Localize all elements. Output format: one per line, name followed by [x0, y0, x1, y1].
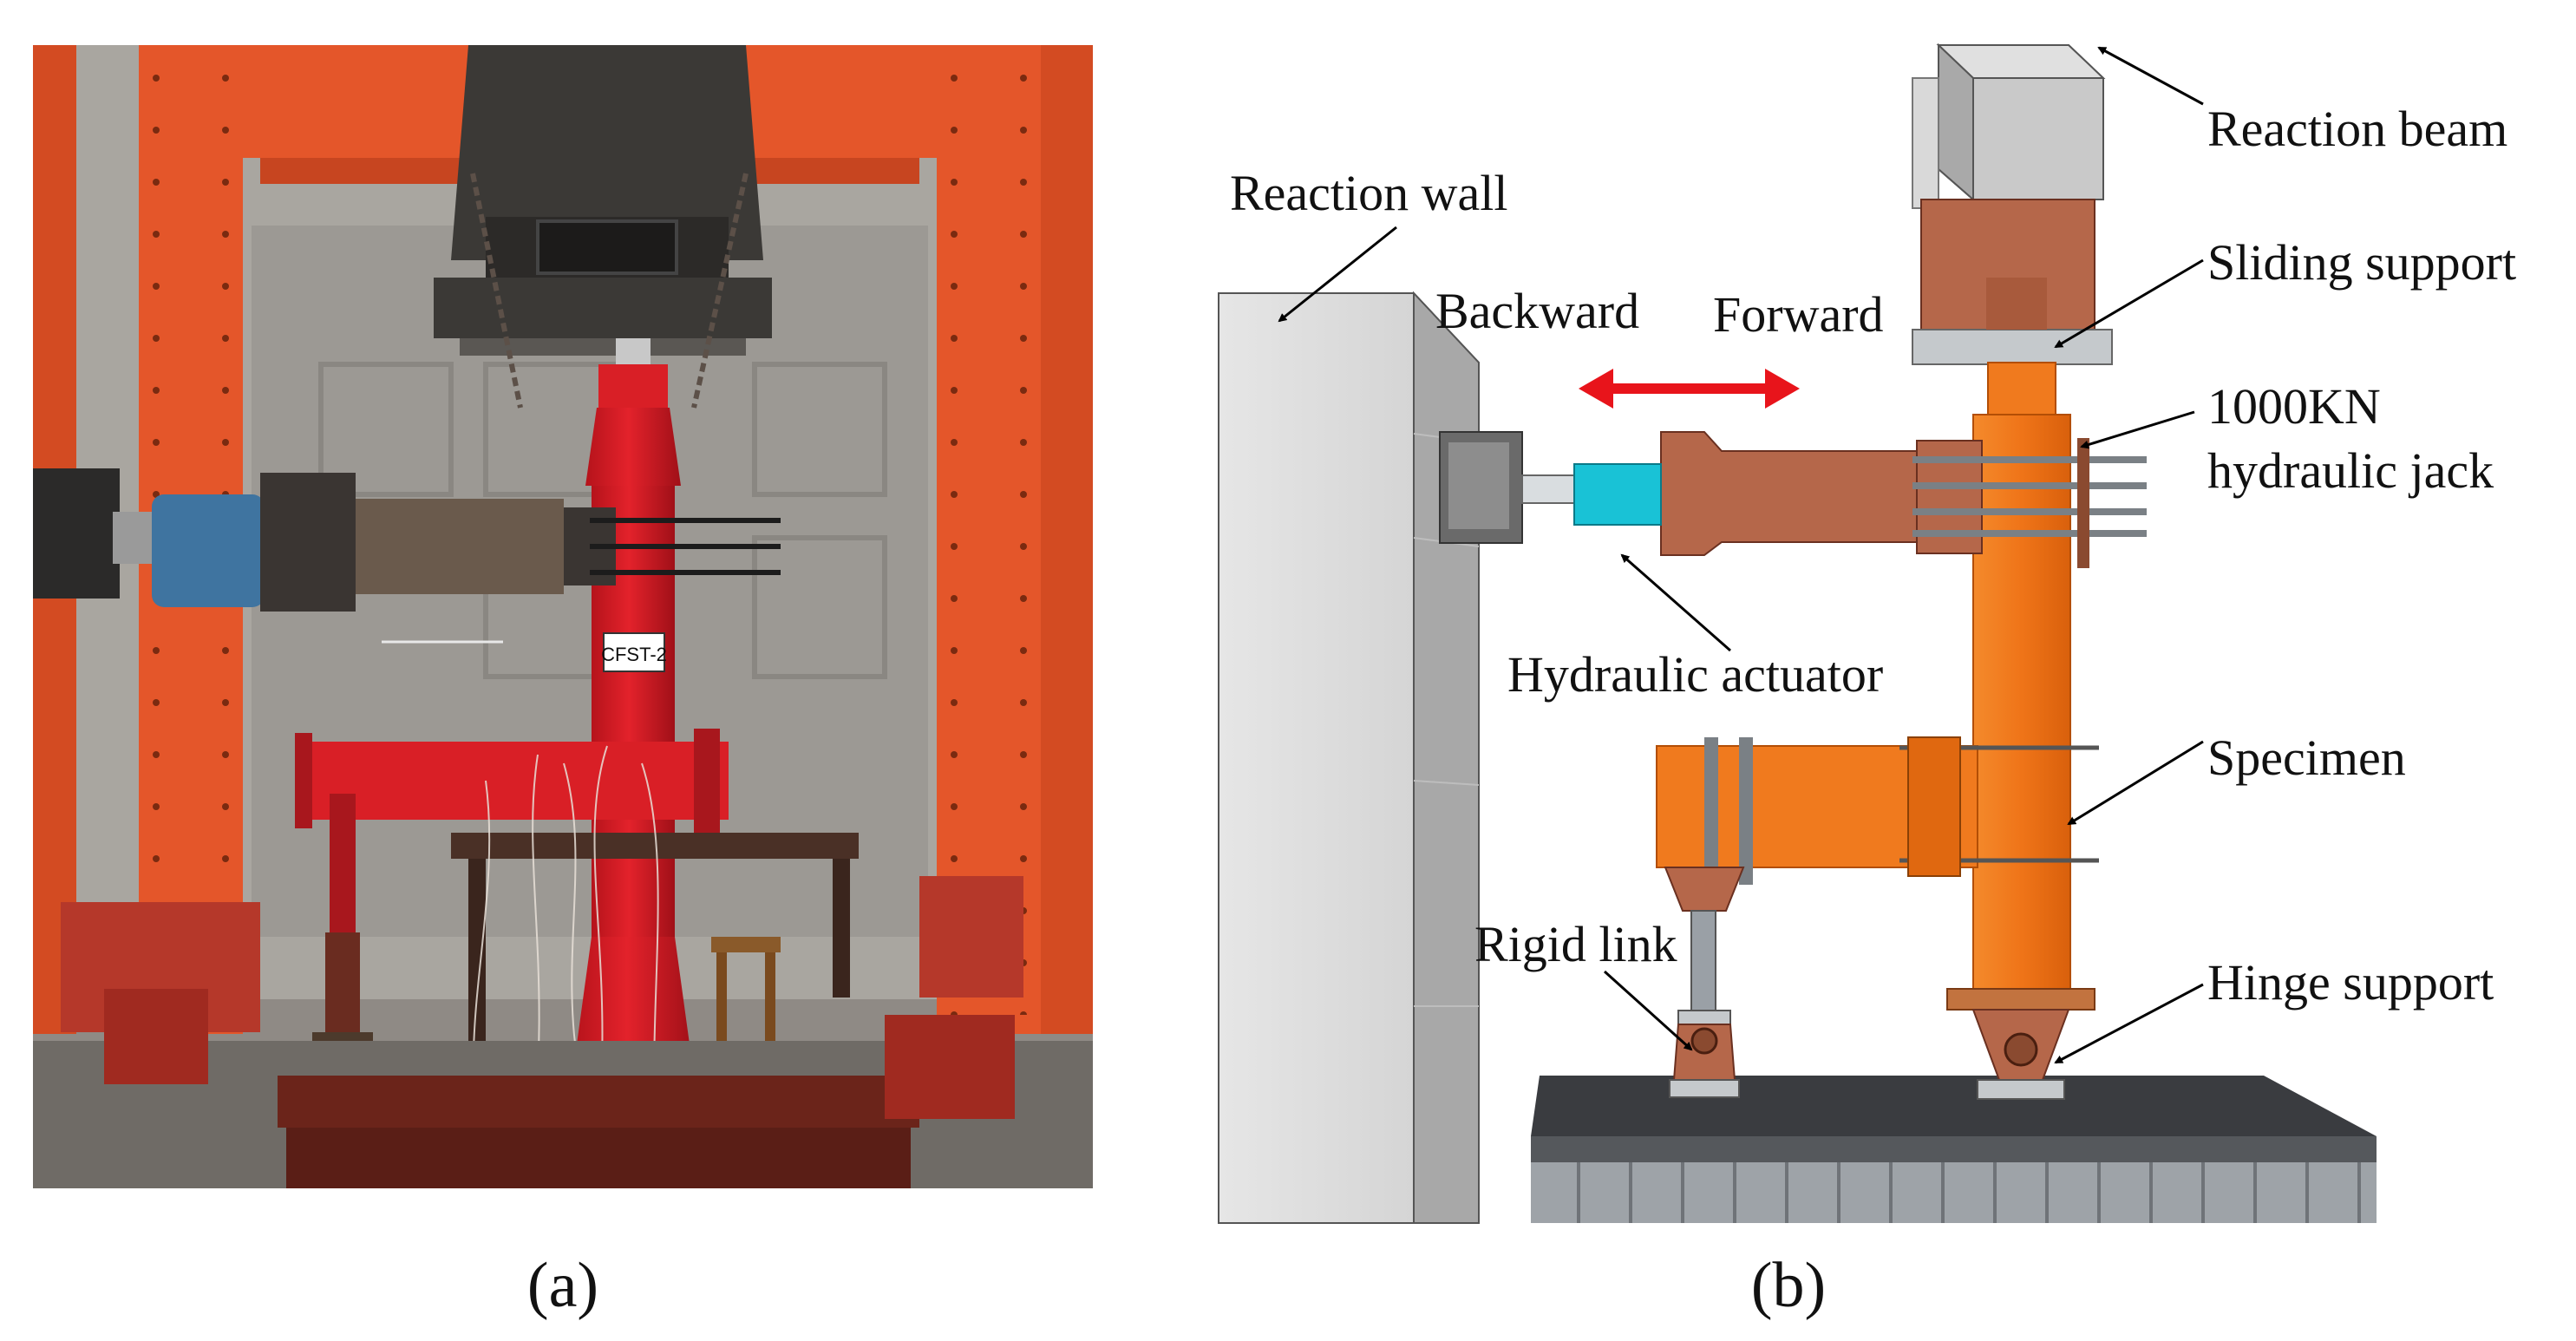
label-hinge-support: Hinge support [2207, 954, 2494, 1011]
reaction-beam [1912, 43, 2106, 209]
photo-floor-base [33, 989, 1093, 1188]
arrow-reaction-wall [1278, 226, 1397, 323]
chains [470, 173, 749, 409]
reaction-wall [1218, 291, 1480, 1224]
hydraulic-actuator [1439, 431, 1662, 544]
panel-label-b: (b) [1751, 1250, 1826, 1321]
photo-loading-head [434, 45, 772, 356]
pointer-arrows [1278, 46, 2204, 1064]
diagram-panel-b: Reaction beam Reaction wall Sliding supp… [1218, 43, 2516, 1224]
label-backward: Backward [1435, 283, 1639, 339]
label-rigid-link: Rigid link [1474, 916, 1677, 972]
arrow-hinge-support [2054, 983, 2204, 1064]
diagram-labels: Reaction beam Reaction wall Sliding supp… [1230, 101, 2516, 1011]
lateral-beam [1656, 736, 2099, 885]
arrow-reaction-beam [2097, 46, 2204, 106]
label-sliding-support: Sliding support [2207, 234, 2516, 291]
label-specimen: Specimen [2207, 729, 2406, 786]
hinge-support [1971, 1009, 2070, 1100]
photo-panel-a: CFST-2 [33, 45, 1093, 1188]
arrow-sliding-support [2054, 258, 2204, 349]
load-direction-arrow [1579, 369, 1800, 409]
specimen-tag: CFST-2 [601, 644, 667, 665]
arrow-actuator [1620, 553, 1731, 652]
label-jack-line2: hydraulic jack [2207, 442, 2494, 499]
label-hydraulic-actuator: Hydraulic actuator [1507, 646, 1883, 703]
panel-label-a: (a) [527, 1250, 598, 1321]
sliding-support [1912, 199, 2113, 365]
photo-actuator-arm [33, 468, 781, 644]
arrow-rigid-link [1603, 970, 1693, 1051]
loading-beam [1660, 431, 2147, 568]
base-platform [1531, 1076, 2377, 1223]
arrow-specimen [2067, 740, 2204, 826]
label-reaction-beam: Reaction beam [2207, 101, 2507, 157]
arrow-jack [2080, 410, 2195, 449]
rigid-link [1664, 867, 1745, 1098]
label-jack-line1: 1000KN [2207, 378, 2381, 435]
label-forward: Forward [1713, 286, 1884, 343]
label-reaction-wall: Reaction wall [1230, 165, 1508, 221]
